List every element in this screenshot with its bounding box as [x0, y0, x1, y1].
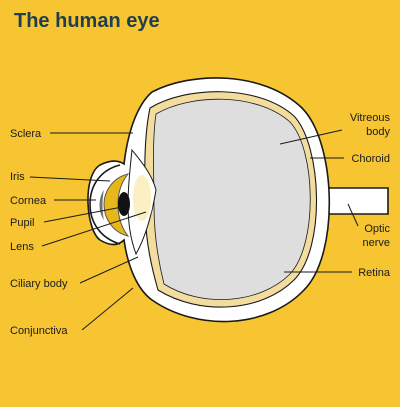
ciliary-leader	[79, 256, 139, 284]
leader-lines	[29, 129, 359, 331]
label-optic-line1: Optic	[364, 223, 390, 235]
label-optic-line2: nerve	[362, 237, 390, 249]
cornea-shape	[89, 164, 121, 245]
label-vitreous-line1: Vitreous	[350, 112, 391, 124]
label-ciliary-body: Ciliary body	[10, 278, 68, 290]
pupil-shape	[118, 192, 130, 216]
lens-shape	[131, 173, 153, 223]
diagram-title: The human eye	[14, 10, 160, 32]
label-choroid: Choroid	[351, 153, 390, 165]
label-lens: Lens	[10, 241, 34, 253]
label-conjunctiva: Conjunctiva	[10, 325, 68, 337]
optic-leader	[347, 203, 359, 227]
iris-dark-rim	[99, 190, 104, 220]
pupil-leader	[43, 206, 123, 223]
label-iris: Iris	[10, 171, 25, 183]
label-sclera: Sclera	[10, 128, 42, 140]
lens-leader	[41, 211, 147, 247]
label-retina: Retina	[358, 267, 391, 279]
label-pupil: Pupil	[10, 217, 34, 229]
conjunctiva-leader	[81, 287, 134, 331]
iris-shape	[103, 173, 130, 237]
vitreous-leader	[279, 129, 343, 145]
label-vitreous-line2: body	[366, 126, 390, 138]
vitreous-body-shape	[153, 98, 311, 300]
label-cornea: Cornea	[10, 195, 47, 207]
iris-leader	[29, 176, 111, 182]
